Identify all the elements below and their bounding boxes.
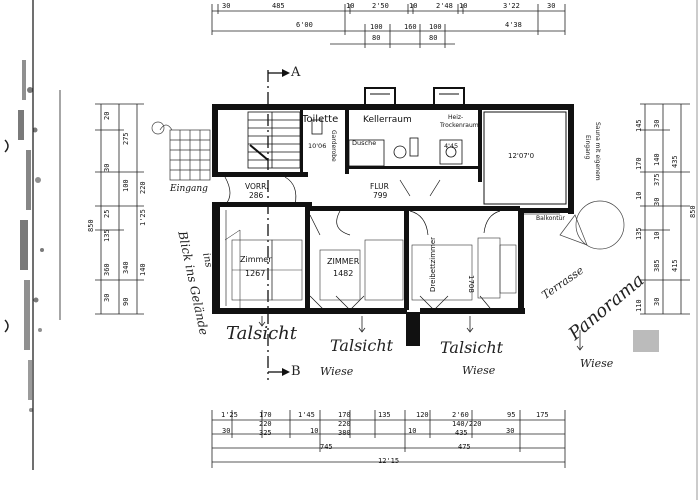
entrance-steps bbox=[169, 129, 211, 181]
section-a-arrow bbox=[282, 69, 290, 77]
top-dimension-lines bbox=[211, 4, 566, 48]
right-dimension-lines bbox=[640, 103, 690, 315]
section-b-arrow bbox=[282, 368, 290, 376]
section-line bbox=[267, 70, 282, 380]
bottom-dimension-lines bbox=[211, 410, 566, 468]
interior-walls bbox=[300, 104, 520, 346]
sauna-room bbox=[483, 111, 567, 205]
scan-noise-left bbox=[4, 0, 44, 470]
furniture-outlines bbox=[231, 237, 517, 301]
left-dimension-lines bbox=[59, 90, 144, 320]
smudge-gray bbox=[633, 330, 659, 352]
terrace-plants bbox=[151, 121, 625, 250]
view-arrows bbox=[258, 316, 584, 351]
staircase bbox=[247, 111, 301, 169]
door-swings bbox=[224, 176, 501, 311]
bathroom-fixtures bbox=[311, 119, 463, 167]
top-window-bays bbox=[364, 87, 465, 107]
